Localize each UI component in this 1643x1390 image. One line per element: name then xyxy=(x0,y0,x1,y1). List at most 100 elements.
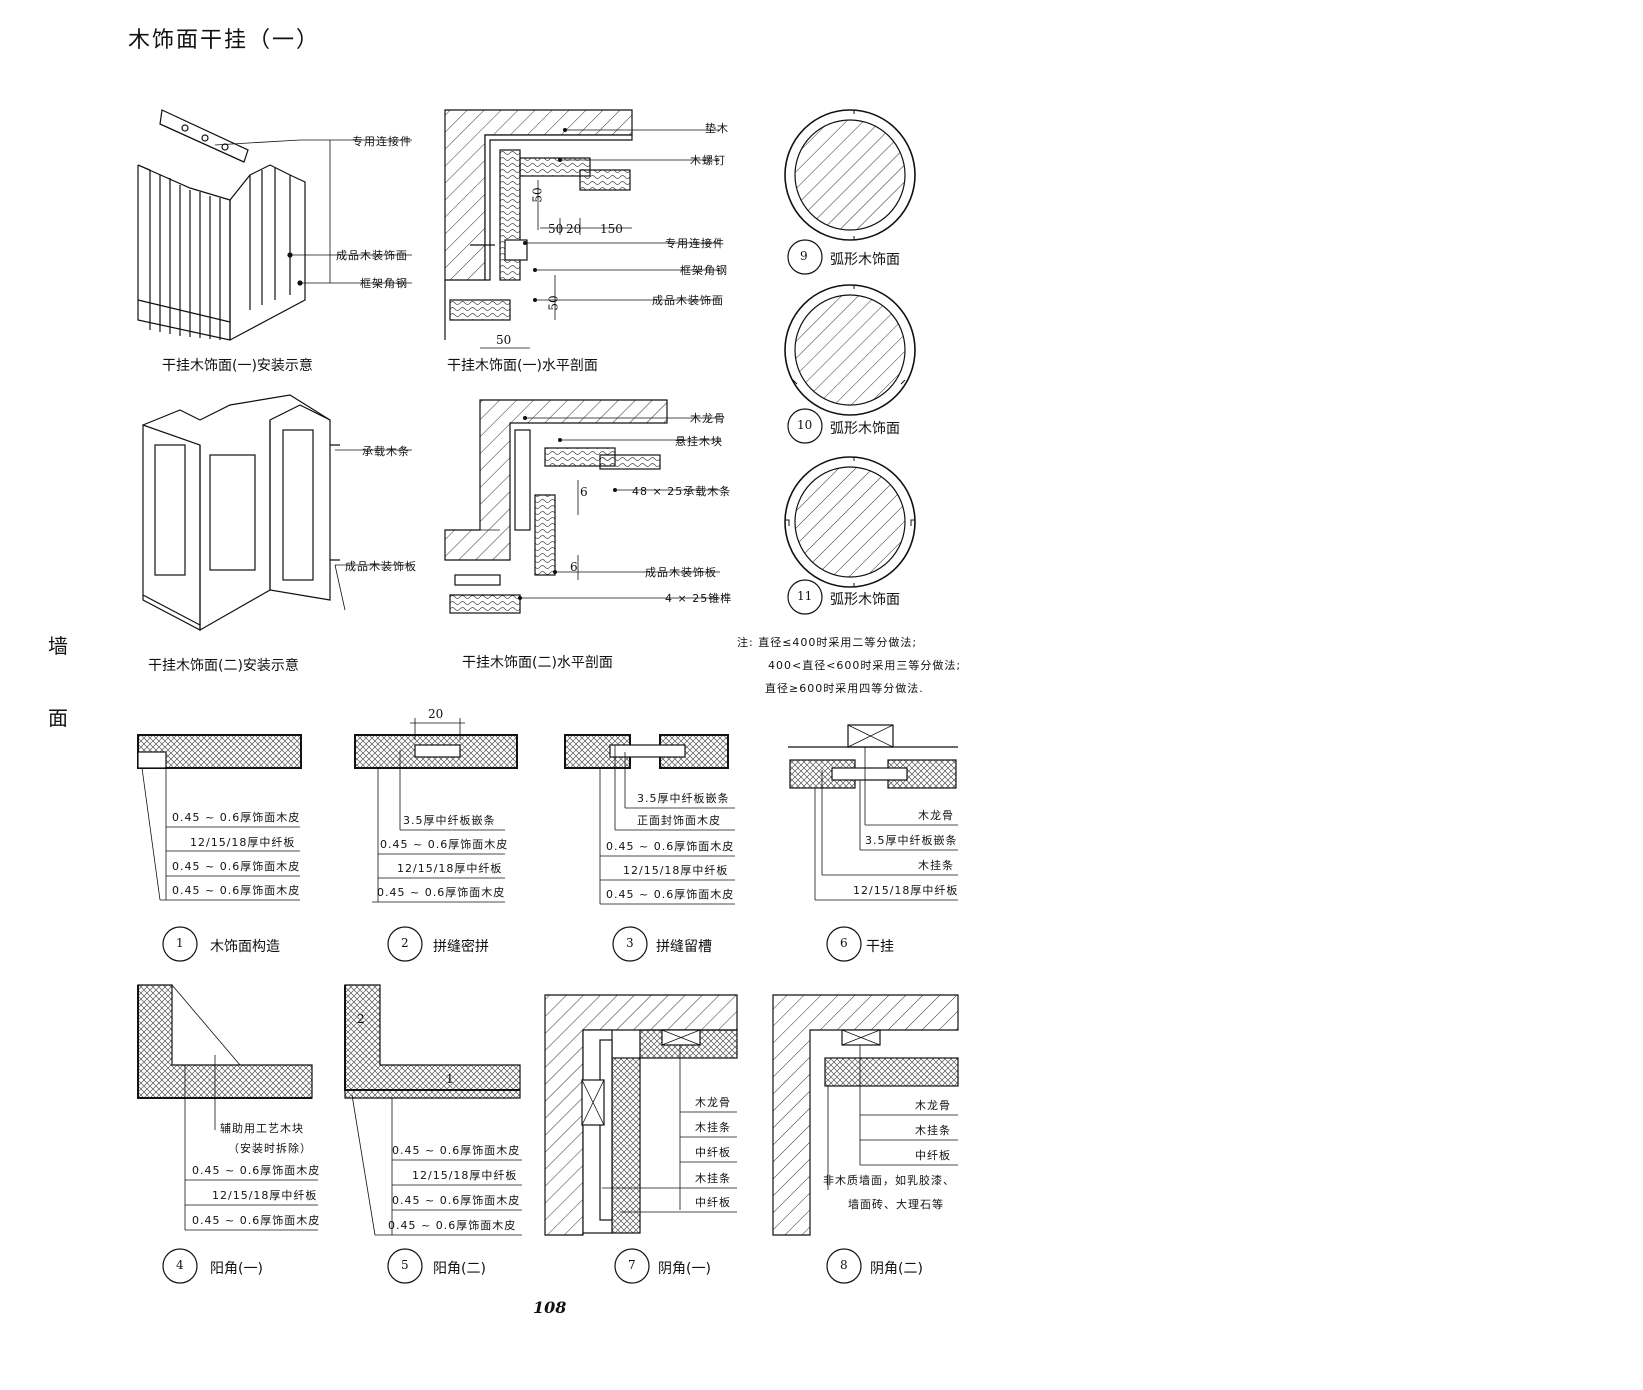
detail-8-label-4: 墙面砖、大理石等 xyxy=(848,1198,944,1211)
detail-8-label-0: 木龙骨 xyxy=(915,1099,951,1112)
d4-dim-1: 6 xyxy=(570,560,578,574)
detail-7-label-3: 木挂条 xyxy=(695,1172,731,1185)
circle-10-label: 弧形木饰面 xyxy=(830,421,900,437)
detail-5-drawing xyxy=(344,984,522,1236)
d4-caption: 干挂木饰面(二)水平剖面 xyxy=(462,655,613,671)
d4-label-keel: 木龙骨 xyxy=(690,412,726,425)
circle-10-number: 10 xyxy=(797,418,813,432)
page-number: 108 xyxy=(533,1298,567,1317)
d1-label-panel: 成品木装饰面 xyxy=(336,249,408,262)
detail-7-label-4: 中纤板 xyxy=(695,1196,731,1209)
detail-7-title: 阴角(一) xyxy=(658,1261,711,1277)
circle-9-number: 9 xyxy=(800,249,808,263)
detail-circle-2 xyxy=(387,926,423,962)
section-diagram-2 xyxy=(444,399,720,614)
detail-4-label-2: 0.45 ~ 0.6厚饰面木皮 xyxy=(192,1164,321,1177)
detail-3-label-4: 0.45 ~ 0.6厚饰面木皮 xyxy=(606,888,735,901)
detail-4-number: 4 xyxy=(176,1258,184,1272)
detail-1-label-2: 0.45 ~ 0.6厚饰面木皮 xyxy=(172,860,301,873)
detail-3-drawing xyxy=(564,734,735,905)
detail-circle-9 xyxy=(787,239,823,275)
circle-9-label: 弧形木饰面 xyxy=(830,252,900,268)
d2-dim-0: 50 xyxy=(530,187,545,203)
detail-4-title: 阳角(一) xyxy=(210,1261,263,1277)
detail-3-number: 3 xyxy=(626,936,634,950)
d4-label-batten: 48 × 25承载木条 xyxy=(632,485,732,498)
detail-6-label-0: 木龙骨 xyxy=(918,809,954,822)
detail-1-drawing xyxy=(137,734,302,901)
d4-label-hanger: 悬挂木块 xyxy=(675,435,723,448)
detail-7-label-2: 中纤板 xyxy=(695,1146,731,1159)
circle-11-number: 11 xyxy=(797,589,813,603)
detail-5-title: 阳角(二) xyxy=(433,1261,486,1277)
detail-5-label-3: 0.45 ~ 0.6厚饰面木皮 xyxy=(388,1219,517,1232)
note-line-3: 直径≥600时采用四等分做法. xyxy=(765,682,924,695)
d2-dim-2: 20 xyxy=(566,222,582,236)
detail-2-title: 拼缝密拼 xyxy=(433,939,489,955)
d2-label-panel: 成品木装饰面 xyxy=(652,294,724,307)
detail-6-title: 干挂 xyxy=(866,939,894,955)
detail-2-label-0: 3.5厚中纤板嵌条 xyxy=(403,814,496,827)
detail-4-label-3: 12/15/18厚中纤板 xyxy=(212,1189,318,1202)
detail-1-title: 木饰面构造 xyxy=(210,939,280,955)
d2-caption: 干挂木饰面(一)水平剖面 xyxy=(447,358,598,374)
d4-label-tenon: 4 × 25锥榫 xyxy=(665,592,733,605)
d3-label-batten: 承载木条 xyxy=(362,445,410,458)
d2-label-angle-steel: 框架角钢 xyxy=(680,264,728,277)
detail-4-label-1: （安装时拆除） xyxy=(228,1142,312,1155)
install-diagram-2 xyxy=(142,394,412,632)
d1-caption: 干挂木饰面(一)安装示意 xyxy=(162,358,313,374)
detail-6-label-3: 12/15/18厚中纤板 xyxy=(853,884,959,897)
arc-section-10 xyxy=(784,284,916,416)
arc-section-11 xyxy=(784,456,916,588)
detail-2-label-1: 0.45 ~ 0.6厚饰面木皮 xyxy=(380,838,509,851)
detail-8-label-1: 木挂条 xyxy=(915,1124,951,1137)
detail-7-drawing xyxy=(544,994,738,1236)
detail-7-label-1: 木挂条 xyxy=(695,1121,731,1134)
detail-2-drawing xyxy=(354,718,518,903)
d4-dim-0: 6 xyxy=(580,485,588,499)
note-line-1: 注: 直径≤400时采用二等分做法; xyxy=(737,636,918,649)
detail-5-mark-0: 2 xyxy=(357,1012,365,1026)
detail-circle-3 xyxy=(612,926,648,962)
detail-3-title: 拼缝留槽 xyxy=(656,939,712,955)
detail-circle-7 xyxy=(614,1248,650,1284)
detail-5-mark-1: 1 xyxy=(446,1072,454,1086)
d2-dim-5: 50 xyxy=(496,333,512,347)
d3-caption: 干挂木饰面(二)安装示意 xyxy=(148,658,299,674)
detail-2-dim: 20 xyxy=(428,707,444,721)
circle-11-label: 弧形木饰面 xyxy=(830,592,900,608)
detail-circle-5 xyxy=(387,1248,423,1284)
d1-label-connector: 专用连接件 xyxy=(352,135,412,148)
detail-5-number: 5 xyxy=(401,1258,409,1272)
detail-1-label-3: 0.45 ~ 0.6厚饰面木皮 xyxy=(172,884,301,897)
detail-circle-10 xyxy=(787,408,823,444)
detail-circle-8 xyxy=(826,1248,862,1284)
d2-label-shim: 垫木 xyxy=(705,122,729,135)
detail-3-label-1: 正面封饰面木皮 xyxy=(637,814,721,827)
detail-circle-11 xyxy=(787,579,823,615)
detail-4-drawing xyxy=(137,984,318,1231)
d2-dim-1: 50 xyxy=(548,222,564,236)
d4-label-panel: 成品木装饰板 xyxy=(645,566,717,579)
detail-2-number: 2 xyxy=(401,936,409,950)
detail-7-label-0: 木龙骨 xyxy=(695,1096,731,1109)
detail-6-label-2: 木挂条 xyxy=(918,859,954,872)
detail-3-label-2: 0.45 ~ 0.6厚饰面木皮 xyxy=(606,840,735,853)
detail-6-drawing xyxy=(788,724,958,901)
detail-circle-1 xyxy=(162,926,198,962)
d1-label-angle-steel: 框架角钢 xyxy=(360,277,408,290)
detail-1-number: 1 xyxy=(176,936,184,950)
page-title: 木饰面干挂（一） xyxy=(128,28,321,53)
d2-label-screw: 木螺钉 xyxy=(690,154,726,167)
detail-circle-6 xyxy=(826,926,862,962)
detail-2-label-2: 12/15/18厚中纤板 xyxy=(397,862,503,875)
detail-circle-4 xyxy=(162,1248,198,1284)
detail-1-label-1: 12/15/18厚中纤板 xyxy=(190,836,296,849)
d2-dim-3: 150 xyxy=(600,222,623,236)
detail-8-label-2: 中纤板 xyxy=(915,1149,951,1162)
d2-dim-4: 50 xyxy=(546,295,561,311)
side-label-face: 面 xyxy=(48,706,68,730)
arc-section-9 xyxy=(784,109,916,241)
detail-3-label-3: 12/15/18厚中纤板 xyxy=(623,864,729,877)
